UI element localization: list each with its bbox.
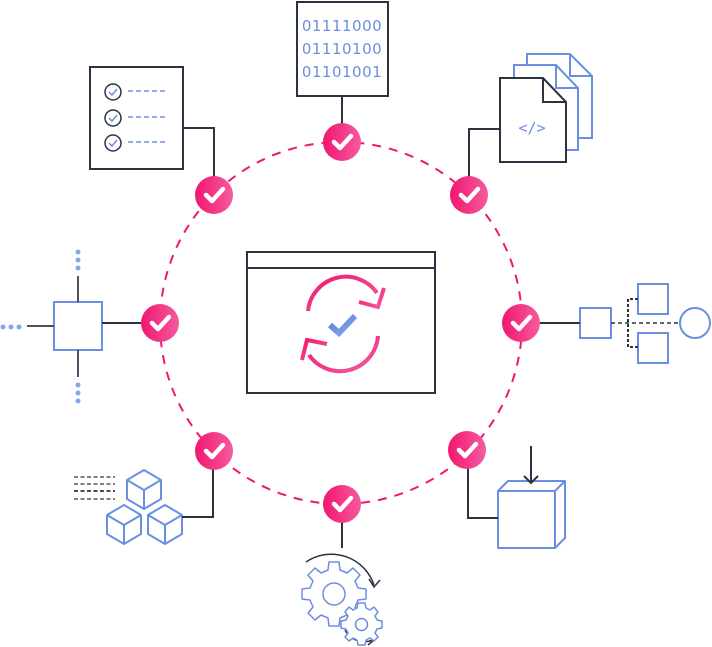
checklist-item	[104, 83, 166, 101]
checklist-item	[104, 109, 166, 127]
binary-document-icon: 01111000 01110100 01101001	[296, 1, 389, 97]
check-badge-bottom-right	[448, 431, 486, 469]
container-box-icon	[497, 446, 566, 549]
connector-bottom-left	[182, 467, 214, 518]
check-badge-top-right	[450, 176, 488, 214]
code-symbol: </>	[518, 119, 545, 137]
binary-line-2: 01110100	[302, 40, 382, 58]
checklist-icon	[89, 66, 184, 170]
gears-icon	[301, 553, 383, 646]
check-badge-bottom-left	[195, 432, 233, 470]
cube-stack-icon	[74, 469, 183, 545]
checklist-item	[104, 134, 166, 152]
sync-check-icon	[300, 274, 386, 374]
check-badge-top-left	[195, 176, 233, 214]
binary-line-3: 01101001	[302, 63, 382, 81]
check-badge-bottom	[323, 485, 361, 523]
connector-top-left	[183, 127, 215, 178]
binary-line-1: 01111000	[302, 17, 382, 35]
code-files-icon: </>	[499, 53, 593, 163]
network-node-icon	[0, 249, 103, 404]
connector-bottom-right	[467, 468, 498, 519]
flow-branch-icon	[579, 283, 711, 364]
check-badge-right	[502, 304, 540, 342]
check-badge-top	[323, 123, 361, 161]
connector-top-right	[468, 128, 500, 178]
check-badge-left	[141, 304, 179, 342]
center-window	[246, 251, 436, 394]
